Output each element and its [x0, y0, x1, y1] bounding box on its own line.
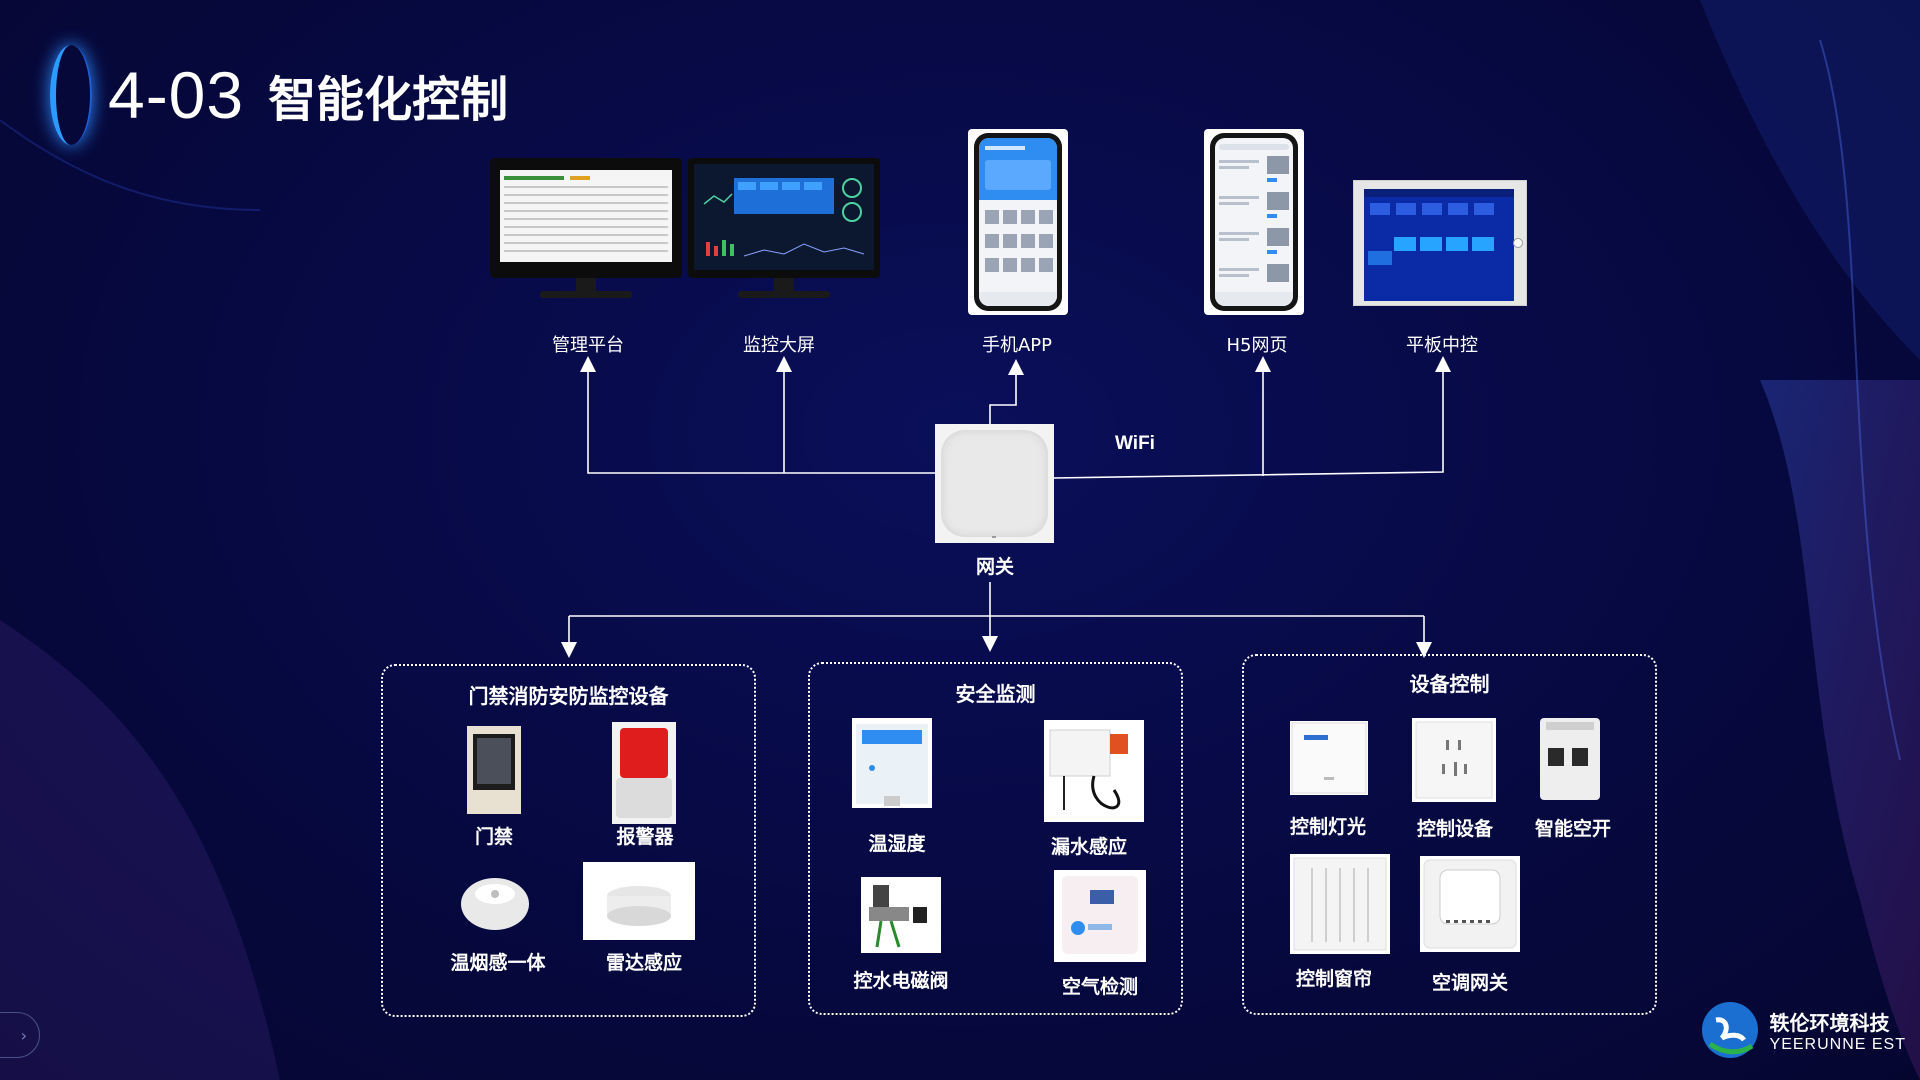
device-label-alarm: 报警器	[616, 826, 674, 848]
group-safety-monitoring: 安全监测	[808, 662, 1183, 1015]
company-logo: 轶伦环境科技 YEERUNNE EST	[1700, 1000, 1906, 1060]
device-label-light-control: 控制灯光	[1289, 816, 1366, 838]
light-control-icon	[1290, 721, 1368, 795]
company-name-en: YEERUNNE EST	[1769, 1035, 1906, 1053]
mobile-app-phone	[968, 129, 1068, 315]
device-label-access: 门禁	[474, 826, 513, 848]
gateway-device	[935, 424, 1054, 543]
monitoring-big-screen	[688, 158, 880, 303]
company-name-cn: 轶伦环境科技	[1769, 1010, 1890, 1035]
device-label-curtain-control: 控制窗帘	[1295, 968, 1372, 990]
group-title: 安全监测	[955, 682, 1036, 706]
chevron-right-icon: ›	[20, 1025, 27, 1045]
h5-webpage-phone	[1204, 129, 1304, 315]
air-quality-monitor-icon	[1054, 870, 1146, 962]
device-label-smart-socket: 控制设备	[1416, 818, 1493, 840]
title-text: 智能化控制	[268, 72, 509, 128]
curtain-control-icon	[1290, 854, 1390, 954]
next-slide-button[interactable]: ›	[0, 1012, 40, 1058]
device-label-solenoid-valve: 控水电磁阀	[853, 970, 949, 992]
device-label-air-quality: 空气检测	[1061, 976, 1138, 998]
gateway-label: 网关	[975, 556, 1014, 578]
device-label-water-leak: 漏水感应	[1050, 836, 1127, 858]
smoke-detector-icon	[458, 868, 532, 934]
tablet-home-button-icon	[1513, 238, 1523, 248]
wifi-label: WiFi	[1115, 433, 1155, 454]
group-title: 设备控制	[1409, 672, 1490, 696]
access-control-panel-icon	[467, 726, 521, 814]
group-access-fire-security: 门禁消防安防监控设备	[381, 664, 756, 1017]
device-label-ac-gateway: 空调网关	[1431, 972, 1508, 994]
water-leak-sensor-icon	[1044, 720, 1144, 822]
smart-socket-icon	[1412, 718, 1496, 802]
endpoint-label-mobile-app: 手机APP	[981, 335, 1053, 356]
alarm-siren-icon	[612, 722, 676, 824]
device-label-smoke: 温烟感一体	[450, 952, 546, 974]
ac-gateway-icon	[1420, 856, 1520, 952]
temperature-humidity-sensor-icon	[852, 718, 932, 808]
radar-sensor-icon	[583, 862, 695, 940]
smart-breaker-icon	[1532, 714, 1608, 804]
endpoint-label-tablet-control: 平板中控	[1406, 335, 1478, 356]
endpoint-label-monitoring-screen: 监控大屏	[743, 335, 815, 356]
endpoint-label-h5-webpage: H5网页	[1226, 335, 1288, 356]
device-label-temp-humidity: 温湿度	[868, 833, 926, 855]
device-label-smart-breaker: 智能空开	[1534, 818, 1611, 840]
gateway-status-led-icon	[992, 536, 996, 538]
tablet-central-control	[1353, 180, 1527, 306]
solenoid-valve-icon	[861, 877, 941, 953]
device-label-radar: 雷达感应	[605, 952, 682, 974]
company-logo-icon	[1701, 1002, 1758, 1058]
page-title: 4-03 智能化控制	[50, 40, 508, 150]
title-decoration-icon	[50, 45, 92, 145]
management-platform-monitor	[490, 158, 682, 303]
group-device-control: 设备控制	[1242, 654, 1657, 1015]
endpoint-label-management-platform: 管理平台	[552, 335, 624, 356]
title-number: 4-03	[108, 58, 245, 132]
group-title: 门禁消防安防监控设备	[468, 684, 669, 708]
